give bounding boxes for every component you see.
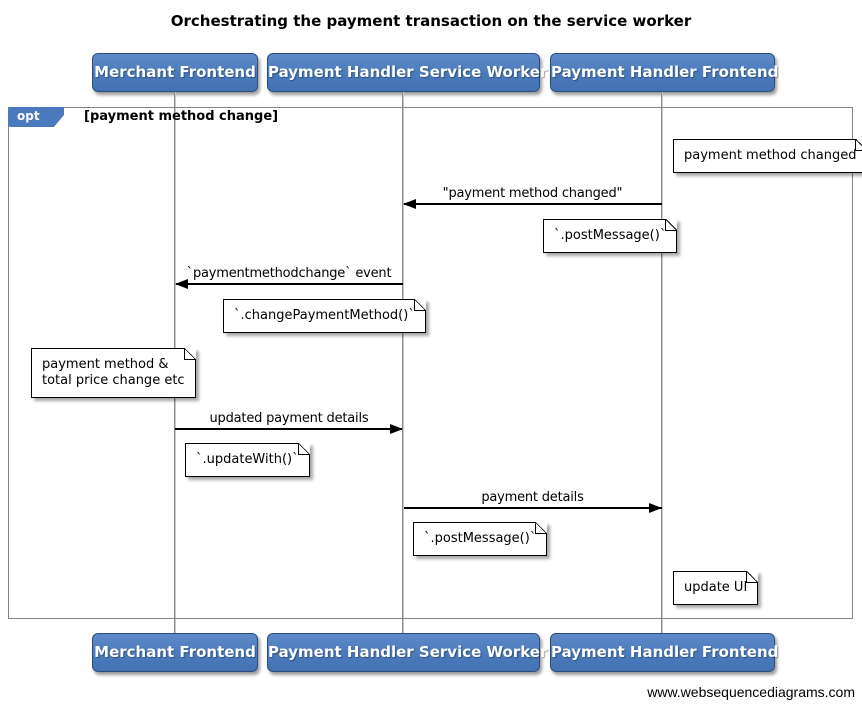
lifeline-payment-handler-frontend	[661, 92, 663, 633]
diagram-title: Orchestrating the payment transaction on…	[170, 12, 692, 30]
message-arrow-payment-method-changed	[404, 203, 662, 205]
arrowhead-right-icon	[649, 503, 662, 513]
opt-operator-tab: opt	[8, 107, 64, 127]
message-label-payment-details: payment details	[481, 490, 584, 505]
note-updatewith: `.updateWith()`	[185, 443, 310, 477]
arrowhead-right-icon	[390, 424, 403, 434]
lifeline-payment-handler-service-worker	[402, 92, 404, 633]
arrowhead-left-icon	[175, 279, 188, 289]
note-changepaymentmethod: `.changePaymentMethod()`	[223, 299, 426, 333]
note-postmessage-2: `.postMessage()`	[413, 522, 548, 556]
message-arrow-paymentmethodchange-event	[176, 283, 403, 285]
actor-box-payment-handler-frontend-bottom: Payment Handler Frontend	[550, 633, 778, 672]
opt-fragment-frame	[8, 107, 853, 619]
message-label-payment-method-changed: "payment method changed"	[442, 186, 623, 201]
note-postmessage-1: `.postMessage()`	[543, 219, 678, 253]
note-payment-method-changed: payment method changed	[673, 139, 862, 173]
message-arrow-payment-details	[404, 507, 662, 509]
actor-box-merchant-frontend-top: Merchant Frontend	[92, 53, 258, 92]
note-update-ui: update UI	[673, 571, 759, 605]
opt-guard-condition: [payment method change]	[84, 109, 279, 124]
message-label-paymentmethodchange-event: `paymentmethodchange` event	[186, 266, 392, 281]
message-label-updated-payment-details: updated payment details	[209, 411, 369, 426]
actor-box-merchant-frontend-bottom: Merchant Frontend	[92, 633, 258, 672]
message-arrow-updated-payment-details	[175, 428, 402, 430]
watermark-websequencediagrams: www.websequencediagrams.com	[647, 684, 855, 700]
note-payment-method-total-price: payment method & total price change etc	[31, 348, 196, 398]
actor-box-payment-handler-service-worker-top: Payment Handler Service Worker	[267, 53, 547, 92]
actor-box-payment-handler-frontend-top: Payment Handler Frontend	[550, 53, 778, 92]
actor-box-payment-handler-service-worker-bottom: Payment Handler Service Worker	[267, 633, 547, 672]
arrowhead-left-icon	[403, 199, 416, 209]
